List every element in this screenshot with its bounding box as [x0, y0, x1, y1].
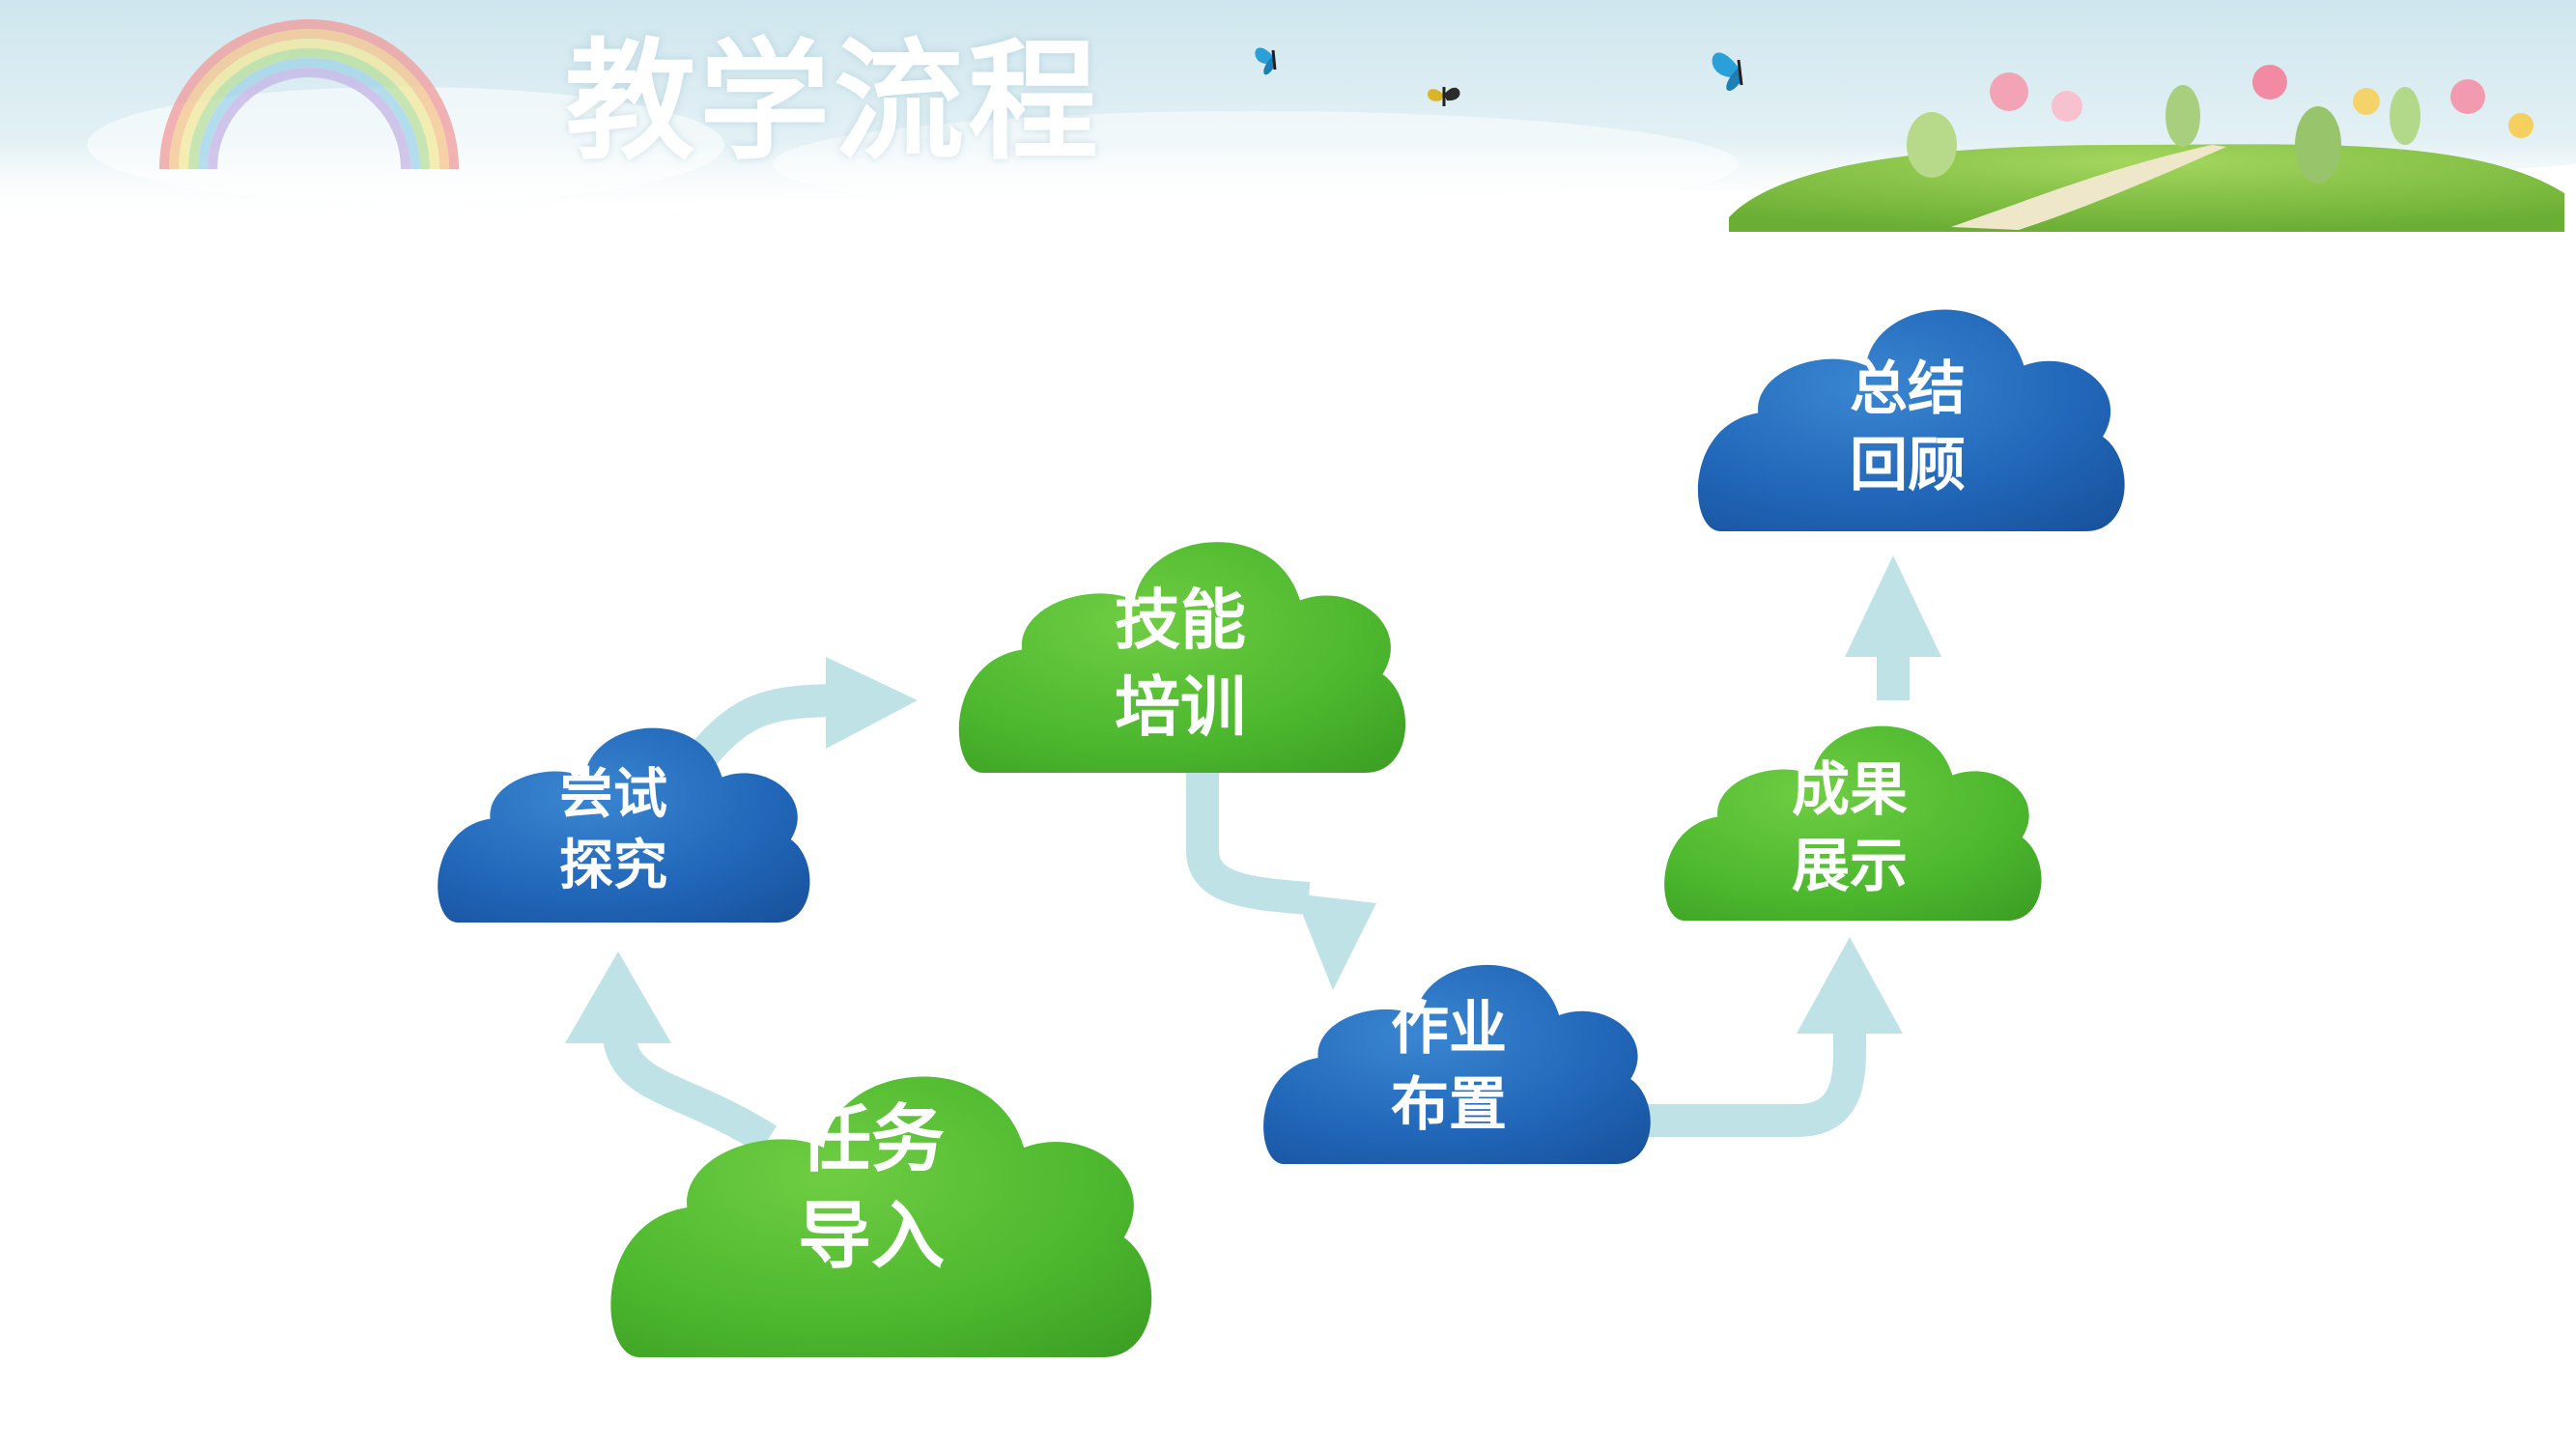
step-label-line: 导入: [798, 1193, 945, 1279]
connector-arrow: [687, 684, 851, 769]
arrow-head-icon: [565, 952, 671, 1043]
step-label-skill-training: 技能 培训: [1115, 578, 1246, 752]
cloud-task-intro: [610, 1076, 1152, 1357]
step-label-line: 探究: [559, 835, 667, 897]
step-label-summary: 总结 回顾: [1850, 352, 1966, 504]
arrow-head-icon: [1845, 555, 1941, 657]
step-label-line: 技能: [1114, 582, 1247, 660]
connector-arrow: [1642, 1024, 1866, 1137]
step-label-line: 布置: [1391, 1071, 1507, 1139]
step-label-line: 任务: [798, 1095, 945, 1182]
cloud-try-explore: [438, 727, 810, 923]
arrow-head-icon: [1294, 894, 1376, 990]
step-label-line: 总结: [1850, 355, 1966, 423]
cloud-showcase: [1664, 725, 2042, 921]
slide-title: 教学流程: [565, 26, 1102, 178]
cloud-skill-training: [958, 542, 1406, 773]
butterfly-icon: [1428, 87, 1460, 106]
step-label-task-intro: 任务 导入: [798, 1092, 945, 1286]
step-label-try-explore: 尝试 探究: [559, 759, 667, 902]
step-label-homework: 作业 布置: [1391, 991, 1507, 1144]
cloud-homework: [1263, 964, 1651, 1164]
arrow-head-icon: [1797, 937, 1903, 1034]
rainbow-icon: [159, 19, 459, 170]
meadow-illustration: [1729, 65, 2564, 232]
step-label-showcase: 成果 展示: [1792, 753, 1908, 905]
butterfly-icon: [1255, 47, 1277, 75]
step-label-line: 培训: [1114, 669, 1247, 746]
step-label-line: 展示: [1792, 833, 1908, 900]
arrow-head-icon: [826, 657, 918, 749]
step-label-line: 尝试: [559, 763, 667, 827]
butterfly-icon: [1712, 52, 1743, 92]
header-background: [0, 0, 2576, 232]
connector-arrow: [1186, 773, 1311, 915]
step-label-line: 回顾: [1850, 432, 1966, 499]
step-label-line: 成果: [1792, 755, 1908, 824]
step-label-line: 作业: [1391, 994, 1507, 1063]
cloud-summary: [1697, 309, 2125, 531]
